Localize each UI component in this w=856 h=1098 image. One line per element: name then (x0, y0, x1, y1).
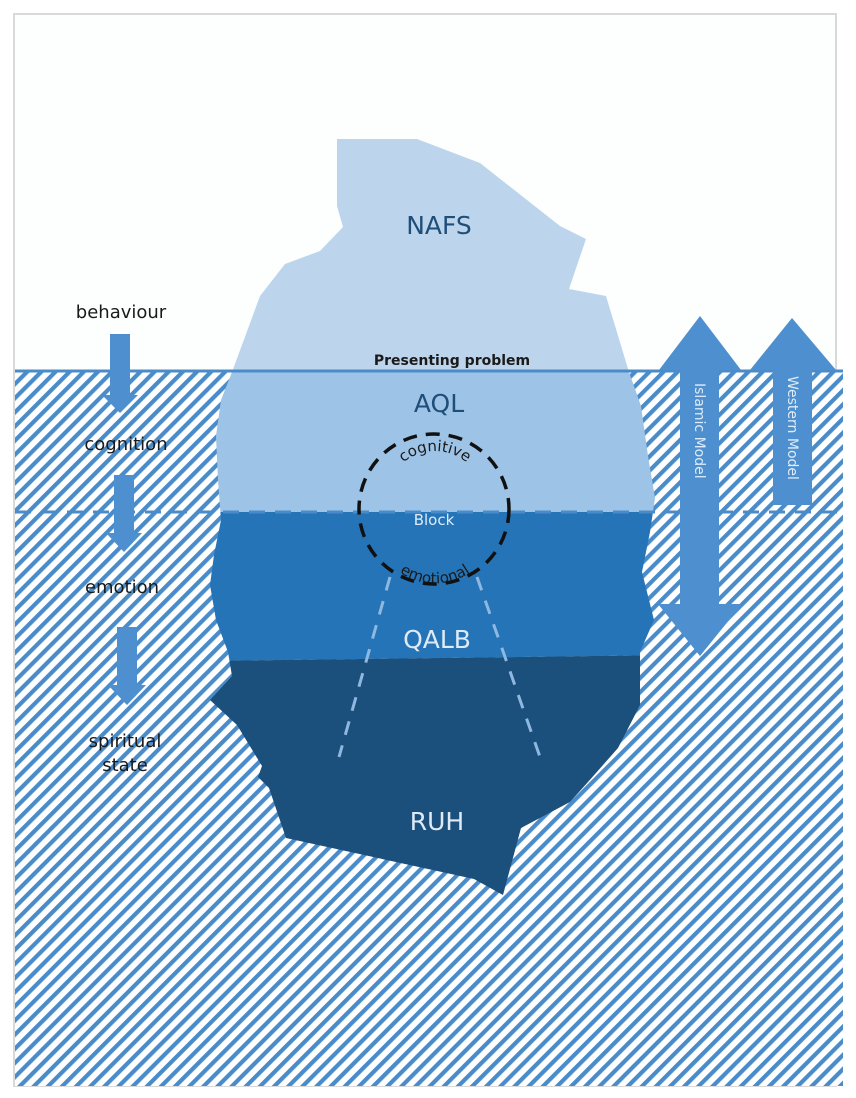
sequence-behaviour: behaviour (76, 302, 167, 323)
label-ruh: RUH (410, 807, 464, 836)
label-western-model: Western Model (784, 376, 800, 480)
label-presenting-problem: Presenting problem (374, 353, 530, 369)
left-sequence: behaviour cognition emotion spiritual st… (76, 302, 168, 776)
label-aql: AQL (414, 389, 464, 418)
arrow-down-icon (102, 334, 138, 413)
guide-line-left (337, 576, 392, 758)
western-model-arrow: Western Model (750, 318, 836, 505)
sequence-cognition: cognition (84, 434, 167, 455)
up-arrow-icon (750, 318, 836, 505)
label-qalb: QALB (403, 625, 471, 654)
arrow-down-icon (108, 627, 146, 705)
sequence-emotion: emotion (85, 577, 159, 598)
block-circle (357, 432, 511, 586)
layer-aql (210, 372, 655, 512)
layer-qalb (210, 512, 655, 661)
guide-line-right (475, 576, 542, 758)
arrow-down-icon (106, 475, 142, 552)
label-nafs: NAFS (406, 211, 472, 240)
islamic-model-arrow: Islamic Model (658, 316, 742, 656)
label-islamic-model: Islamic Model (691, 383, 707, 479)
sequence-state: state (102, 755, 148, 776)
label-block: Block (414, 511, 455, 529)
sequence-spiritual: spiritual (89, 731, 162, 752)
double-arrow-icon (658, 316, 742, 656)
